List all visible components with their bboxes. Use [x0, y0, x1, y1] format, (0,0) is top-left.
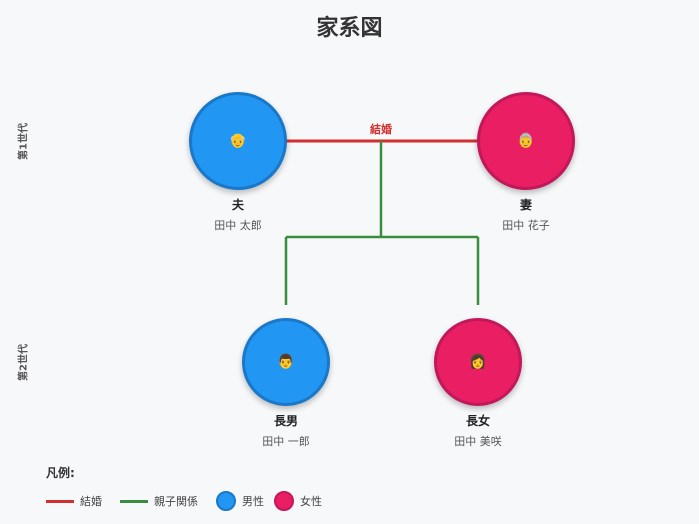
page-title: 家系図	[316, 16, 383, 41]
legend-item-parent-child: 親子関係	[120, 493, 198, 509]
legend-item-female: 女性	[274, 491, 322, 511]
legend-parent-child-label: 親子関係	[154, 495, 198, 508]
man-icon: 👨	[277, 354, 295, 370]
husband-circle[interactable]: 👴	[189, 92, 287, 190]
legend-item-marriage: 結婚	[46, 493, 102, 509]
wife-name: 田中 花子	[502, 219, 550, 232]
legend-male-label: 男性	[242, 495, 264, 508]
wife-circle[interactable]: 👵	[477, 92, 575, 190]
legend-male-swatch	[216, 491, 236, 511]
wife-role: 妻	[519, 198, 532, 212]
son-name: 田中 一郎	[262, 435, 310, 448]
person-daughter[interactable]: 👩 長女 田中 美咲	[418, 318, 538, 449]
old-woman-icon: 👵	[517, 133, 535, 149]
legend-female-swatch	[274, 491, 294, 511]
woman-icon: 👩	[469, 354, 487, 370]
daughter-name: 田中 美咲	[454, 435, 502, 448]
daughter-role: 長女	[465, 414, 490, 428]
legend-female-label: 女性	[300, 495, 322, 508]
daughter-circle[interactable]: 👩	[434, 318, 522, 406]
son-circle[interactable]: 👨	[242, 318, 330, 406]
legend: 凡例: 結婚 親子関係 男性 女性	[46, 464, 340, 511]
legend-row: 結婚 親子関係 男性 女性	[46, 491, 340, 511]
old-man-icon: 👴	[229, 133, 247, 149]
legend-marriage-swatch	[46, 499, 74, 503]
person-son[interactable]: 👨 長男 田中 一郎	[226, 318, 346, 449]
legend-marriage-label: 結婚	[80, 495, 102, 508]
person-wife[interactable]: 👵 妻 田中 花子	[466, 92, 586, 233]
legend-item-male: 男性	[216, 491, 264, 511]
marriage-label: 結婚	[370, 123, 392, 136]
legend-parent-child-swatch	[120, 499, 148, 503]
legend-title: 凡例:	[46, 466, 75, 480]
person-husband[interactable]: 👴 夫 田中 太郎	[178, 92, 298, 233]
husband-name: 田中 太郎	[214, 219, 262, 232]
son-role: 長男	[273, 414, 298, 428]
husband-role: 夫	[231, 198, 244, 212]
